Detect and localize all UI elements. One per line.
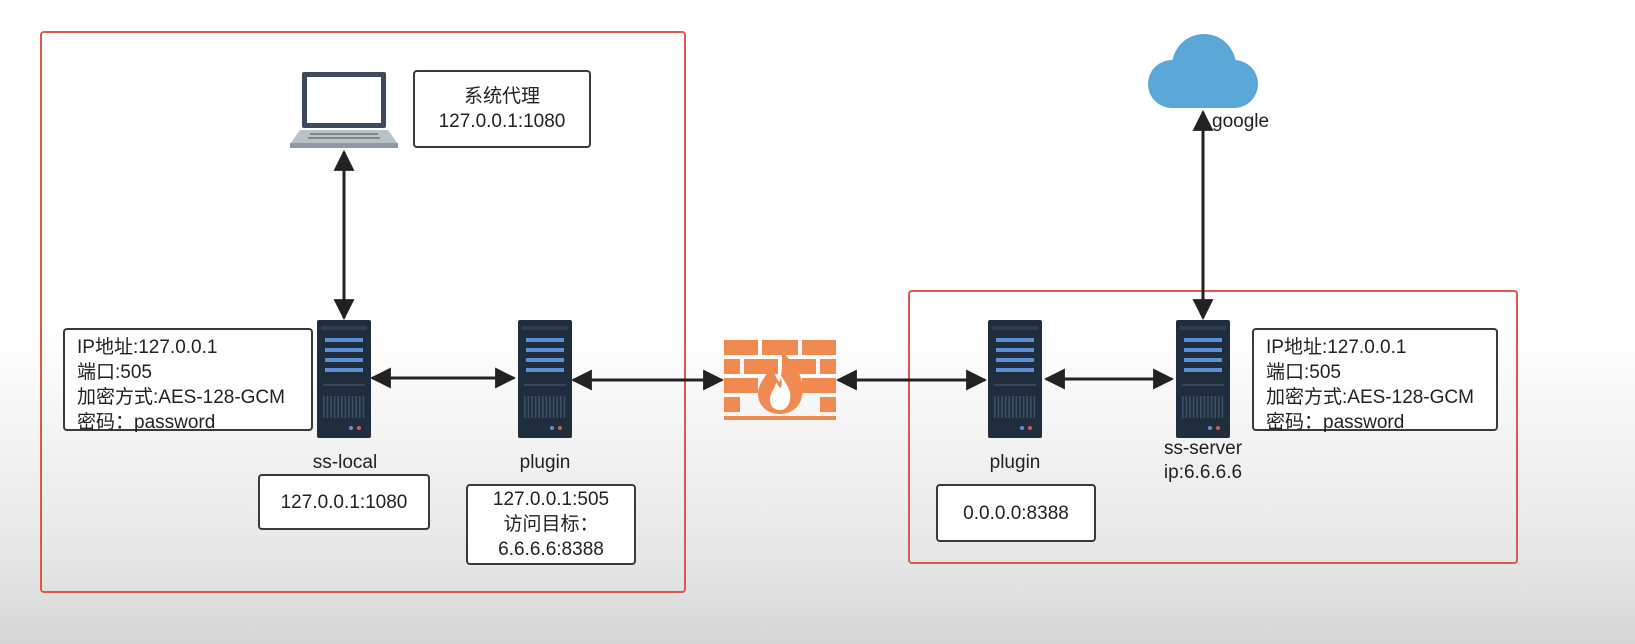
cloud-icon xyxy=(1148,34,1258,108)
ss-server-label: ss-server xyxy=(1163,438,1243,459)
firewall-icon xyxy=(724,340,836,420)
server-icon xyxy=(518,320,572,443)
system-proxy-title: 系统代理 xyxy=(463,86,540,107)
ss-local-ip: IP地址:127.0.0.1 xyxy=(77,337,218,358)
system-proxy-address: 127.0.0.1:1080 xyxy=(438,111,566,132)
server-icon xyxy=(988,320,1042,443)
ss-local-address: 127.0.0.1:1080 xyxy=(280,491,408,513)
server-icon xyxy=(1176,320,1230,443)
client-plugin-target: 6.6.6.6:8388 xyxy=(498,539,604,560)
server-icon xyxy=(317,320,371,443)
ss-local-address-box: 127.0.0.1:1080 xyxy=(258,474,430,530)
google-label: google xyxy=(1212,111,1270,132)
ss-local-label: ss-local xyxy=(312,452,378,473)
ss-server-ip-config: IP地址:127.0.0.1 xyxy=(1266,337,1407,358)
server-plugin-address: 0.0.0.0:8388 xyxy=(963,502,1069,524)
ss-server-ip: ip:6.6.6.6 xyxy=(1163,462,1243,483)
client-plugin-listen: 127.0.0.1:505 xyxy=(492,489,610,510)
ss-local-password: 密码：password xyxy=(77,412,216,433)
ss-server-config-box: IP地址:127.0.0.1 端口:505 加密方式:AES-128-GCM 密… xyxy=(1252,328,1498,433)
ss-local-config-box: IP地址:127.0.0.1 端口:505 加密方式:AES-128-GCM 密… xyxy=(63,328,313,433)
server-plugin-label: plugin xyxy=(989,452,1041,473)
ss-server-port: 端口:505 xyxy=(1266,362,1341,383)
client-plugin-label: plugin xyxy=(519,452,571,473)
ss-local-port: 端口:505 xyxy=(77,362,152,383)
ss-server-password: 密码：password xyxy=(1266,412,1405,433)
client-region xyxy=(40,31,686,593)
server-plugin-box: 0.0.0.0:8388 xyxy=(936,484,1096,542)
ss-local-cipher: 加密方式:AES-128-GCM xyxy=(77,387,285,408)
client-plugin-target-label: 访问目标： xyxy=(503,514,599,535)
ss-server-cipher: 加密方式:AES-128-GCM xyxy=(1266,387,1474,408)
system-proxy-box: 系统代理 127.0.0.1:1080 xyxy=(413,70,591,148)
client-plugin-box: 127.0.0.1:505 访问目标： 6.6.6.6:8388 xyxy=(466,484,636,565)
laptop-icon xyxy=(290,72,398,148)
